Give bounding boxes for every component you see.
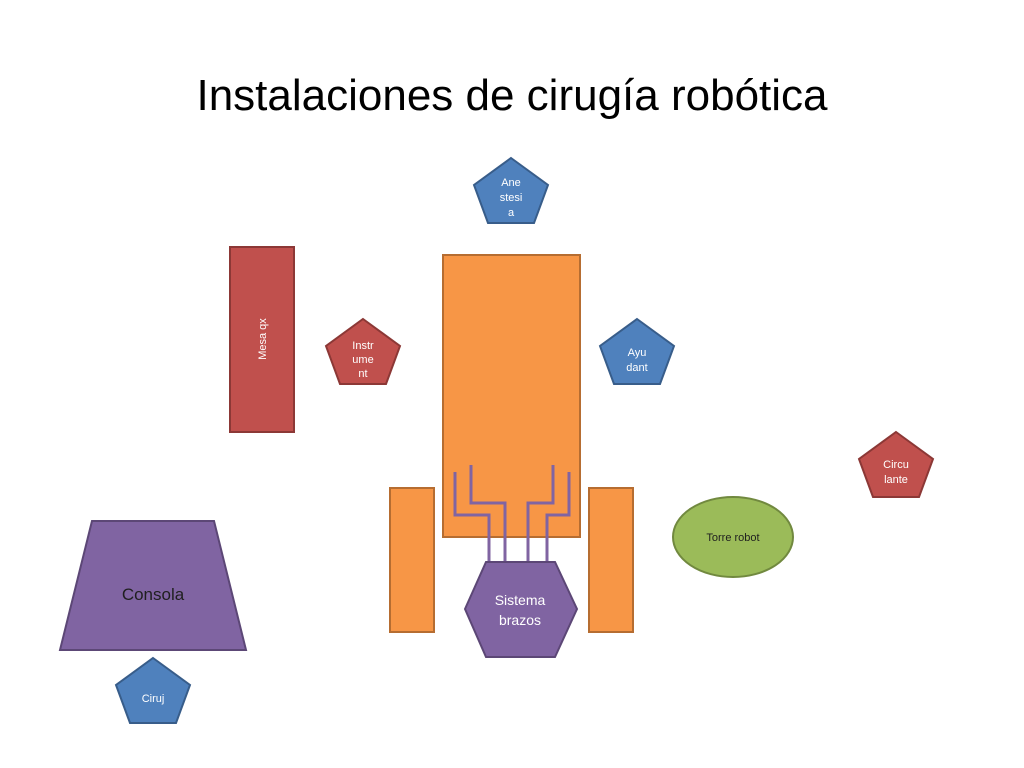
- instrumentista-label-line2: ume: [352, 354, 373, 366]
- ayudante-label-line1: Ayu: [628, 347, 647, 359]
- ayudante-label-line2: dant: [626, 362, 647, 374]
- circulante-label-line2: lante: [884, 474, 908, 486]
- robotic-arms: [453, 465, 571, 562]
- torre-robot-shape: [672, 496, 794, 578]
- sistema-brazos-label-line2: brazos: [499, 612, 541, 628]
- robotic-arm-line: [545, 472, 571, 562]
- consola-label: Consola: [122, 585, 185, 604]
- circulante-shape: [857, 430, 935, 498]
- mesa-qx-shape: [229, 246, 295, 433]
- robotic-arm-line: [453, 472, 491, 562]
- robotic-arm-line: [526, 465, 555, 562]
- sistema-brazos-shape: [463, 561, 579, 658]
- instrumentista-shape: [324, 317, 402, 385]
- instrumentista-label-line1: Instr: [352, 340, 374, 352]
- cirujano-shape: [114, 656, 192, 724]
- cirujano-label: Ciruj: [142, 693, 165, 705]
- consola-shape: [58, 520, 248, 651]
- circulante-label-line1: Circu: [883, 459, 909, 471]
- instrumentista-label-line3: nt: [358, 368, 367, 380]
- anestesia-shape: [472, 156, 550, 224]
- torre-robot-label: Torre robot: [706, 532, 759, 544]
- operating-table: [442, 254, 581, 538]
- robotic-arm-line: [469, 465, 507, 562]
- ayudante-shape: [598, 317, 676, 385]
- sistema-brazos-label-line1: Sistema: [495, 592, 546, 608]
- right-side-panel: [588, 487, 634, 633]
- mesa-qx-label: Mesa qx: [257, 318, 269, 360]
- anestesia-label-line3: a: [508, 207, 515, 219]
- anestesia-label-line1: Ane: [501, 177, 521, 189]
- anestesia-label-line2: stesi: [500, 192, 523, 204]
- slide-title: Instalaciones de cirugía robótica: [196, 71, 828, 120]
- left-side-panel: [389, 487, 435, 633]
